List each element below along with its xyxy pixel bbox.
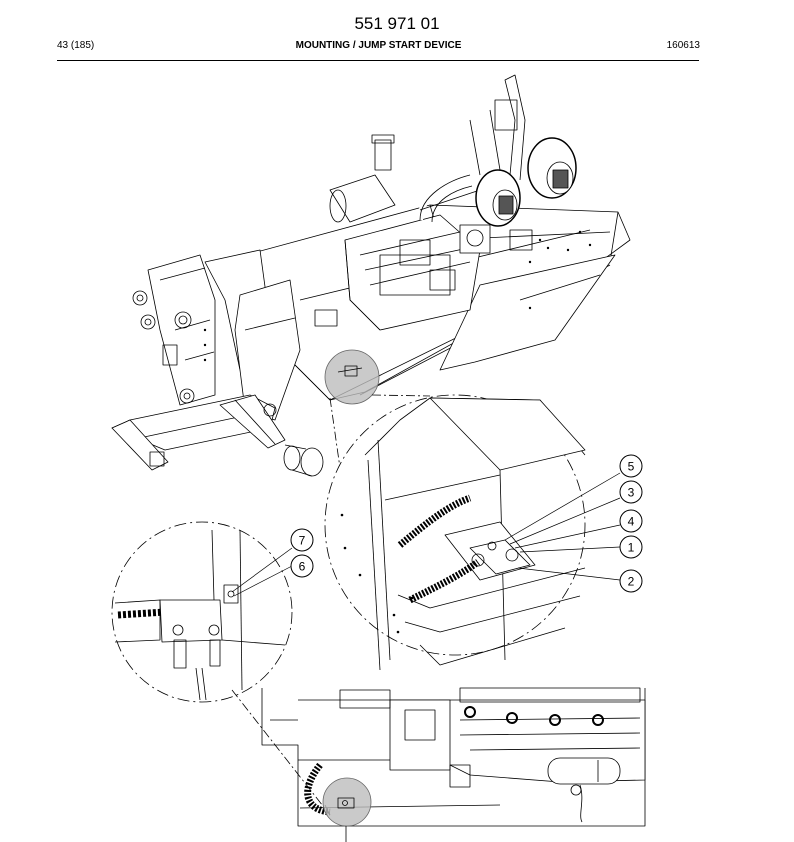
detail-view-small: [111, 521, 293, 703]
detail-highlight-main: [324, 349, 380, 405]
callout-4: 4: [619, 509, 643, 533]
page-header: 43 (185) MOUNTING / JUMP START DEVICE 16…: [57, 40, 700, 56]
callout-3: 3: [619, 480, 643, 504]
svg-text:5: 5: [628, 460, 635, 474]
callout-1: 1: [619, 535, 643, 559]
section-title: MOUNTING / JUMP START DEVICE: [295, 40, 462, 51]
detail-leader-lines: [329, 394, 431, 469]
svg-text:4: 4: [628, 515, 635, 529]
detail-view-bottom: [261, 687, 646, 827]
detail-view-large: [324, 394, 621, 671]
svg-text:2: 2: [628, 575, 635, 589]
svg-text:1: 1: [628, 541, 635, 555]
svg-text:7: 7: [299, 534, 306, 548]
header-rule: [57, 60, 699, 61]
callout-2: 2: [619, 569, 643, 593]
callout-5: 5: [619, 454, 643, 478]
svg-text:6: 6: [299, 560, 306, 574]
machine-overview: [111, 74, 631, 477]
callout-7: 7: [290, 528, 314, 552]
document-number: 551 971 01: [354, 14, 440, 33]
callout-6: 6: [290, 554, 314, 578]
date-code: 160613: [666, 40, 700, 51]
svg-text:3: 3: [628, 486, 635, 500]
page-number: 43 (185): [57, 40, 95, 51]
